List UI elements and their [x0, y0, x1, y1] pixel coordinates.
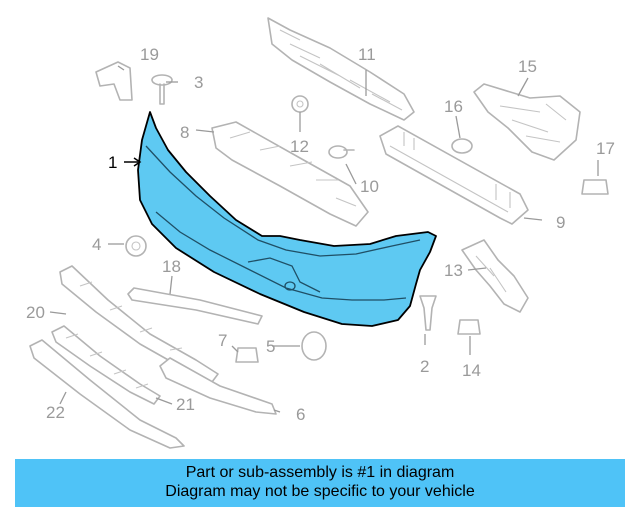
part-11-absorber [267, 17, 415, 121]
banner-line-1: Part or sub-assembly is #1 in diagram [185, 464, 455, 481]
leader-lines [49, 65, 599, 413]
callout-13: 13 [444, 261, 463, 280]
part-18-strip [127, 287, 263, 325]
part-15-bracket [473, 83, 581, 161]
callout-12: 12 [290, 137, 309, 156]
callout-9: 9 [556, 213, 565, 232]
callout-10: 10 [360, 177, 379, 196]
callout-8: 8 [180, 123, 189, 142]
callout-17: 17 [596, 139, 615, 158]
callout-6: 6 [296, 405, 305, 424]
callout-19: 19 [140, 45, 159, 64]
part-19-bracket [95, 61, 133, 101]
callout-18: 18 [162, 257, 181, 276]
part-8-absorber [211, 121, 369, 227]
callout-20: 20 [26, 303, 45, 322]
part-21-grille [51, 325, 161, 405]
callout-21: 21 [176, 395, 195, 414]
callout-5: 5 [266, 337, 275, 356]
parts-diagram: 1 2 3 4 5 6 7 8 9 10 11 12 13 14 15 16 1… [26, 17, 615, 449]
part-22-splitter [29, 339, 185, 449]
callout-15: 15 [518, 57, 537, 76]
part-9-beam [379, 125, 529, 225]
bumper-cover [137, 111, 437, 327]
callout-1: 1 [108, 153, 117, 172]
info-banner: Part or sub-assembly is #1 in diagram Di… [15, 459, 625, 507]
banner-line-2: Diagram may not be specific to your vehi… [165, 483, 475, 500]
callout-2: 2 [420, 357, 429, 376]
callout-11: 11 [358, 45, 376, 64]
part-6-deflector [159, 357, 277, 415]
part-20-valance [59, 265, 219, 383]
fasteners [125, 74, 609, 363]
callout-3: 3 [194, 73, 203, 92]
callout-7: 7 [218, 331, 227, 350]
callout-16: 16 [444, 97, 463, 116]
part-13-bracket [461, 239, 529, 313]
callout-4: 4 [92, 235, 101, 254]
callout-14: 14 [462, 361, 481, 380]
callout-22: 22 [46, 403, 65, 422]
callout-labels: 1 2 3 4 5 6 7 8 9 10 11 12 13 14 15 16 1… [26, 45, 615, 424]
